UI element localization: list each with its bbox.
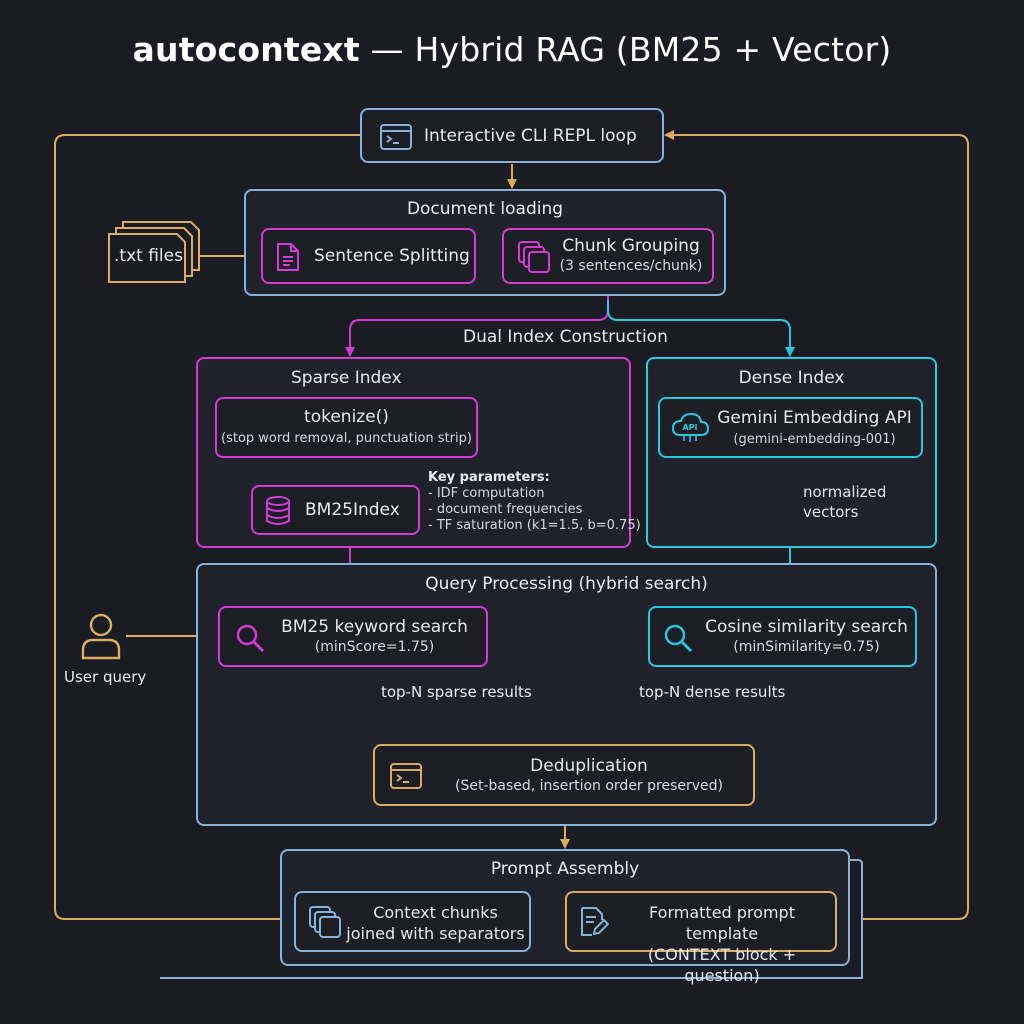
edit-document-icon (581, 907, 609, 936)
gemini-api-title: Gemini Embedding API (717, 408, 912, 428)
search-icon (664, 624, 693, 653)
gemini-api-box: API Gemini Embedding API (gemini-embeddi… (658, 397, 923, 458)
terminal-icon (390, 763, 422, 789)
stack-icon (518, 241, 550, 273)
cosine-search-text: Cosine similarity search (minSimilarity=… (700, 617, 913, 657)
repl-label: Interactive CLI REPL loop (424, 126, 637, 146)
repl-box: Interactive CLI REPL loop (360, 108, 664, 163)
normalized-vectors-line: normalized (803, 483, 887, 501)
api-badge: API (682, 423, 697, 432)
key-parameter-item: - TF saturation (k1=1.5, b=0.75) (428, 518, 641, 533)
title-bold: autocontext (132, 30, 360, 69)
loop-right-wire (664, 130, 969, 920)
user-query-label: User query (64, 668, 147, 686)
prompt-template-line: Formatted prompt template (649, 903, 795, 943)
context-chunks-line: joined with separators (346, 924, 525, 943)
diagram-title: autocontext — Hybrid RAG (BM25 + Vector) (0, 30, 1024, 69)
context-chunks-line: Context chunks (373, 903, 498, 922)
tokenize-text: tokenize() (stop word removal, punctuati… (217, 407, 476, 447)
context-chunks-text: Context chunks joined with separators (344, 902, 527, 944)
prompt-template-box: Formatted prompt template (CONTEXT block… (565, 891, 837, 985)
loop-left-wire (54, 134, 360, 920)
title-rest: — Hybrid RAG (BM25 + Vector) (359, 30, 892, 69)
chunk-grouping-title: Chunk Grouping (562, 236, 700, 256)
sparse-index-label: Sparse Index (291, 368, 402, 388)
dense-index-label: Dense Index (738, 368, 845, 388)
deduplication-text: Deduplication (Set-based, insertion orde… (430, 756, 748, 796)
gemini-api-detail: (gemini-embedding-001) (733, 432, 896, 447)
prompt-stack-edge (160, 859, 863, 979)
sentence-splitting-label: Sentence Splitting (314, 246, 470, 266)
prompt-assembly-label: Prompt Assembly (490, 859, 640, 879)
prompt-template-line: (CONTEXT block + question) (647, 945, 797, 985)
txt-files-label: .txt files (114, 246, 183, 266)
key-parameter-item: - document frequencies (428, 502, 583, 517)
key-parameters: Key parameters: - IDF computation - docu… (428, 470, 641, 534)
context-chunks-box: Context chunks joined with separators (294, 891, 531, 952)
cosine-search-detail: (minSimilarity=0.75) (733, 639, 880, 655)
chunk-grouping-detail: (3 sentences/chunk) (559, 258, 703, 274)
deduplication-title: Deduplication (530, 756, 648, 776)
txt-files-icon (108, 221, 200, 283)
bm25index-label: BM25Index (305, 500, 400, 520)
document-icon (277, 243, 299, 271)
prompt-template-text: Formatted prompt template (CONTEXT block… (611, 902, 833, 986)
dual-index-label: Dual Index Construction (463, 327, 668, 347)
bm25index-box: BM25Index (251, 485, 420, 535)
tokenize-box: tokenize() (stop word removal, punctuati… (215, 397, 478, 458)
bm25-search-text: BM25 keyword search (minScore=1.75) (272, 617, 477, 657)
query-processing-label: Query Processing (hybrid search) (425, 574, 708, 594)
cosine-search-box: Cosine similarity search (minSimilarity=… (648, 606, 917, 667)
cloud-api-icon: API (671, 412, 710, 442)
normalized-vectors-note: normalized vectors (803, 482, 886, 522)
chunk-to-dense-wire (607, 300, 795, 357)
chunk-grouping-box: Chunk Grouping (3 sentences/chunk) (502, 228, 714, 284)
deduplication-detail: (Set-based, insertion order preserved) (455, 778, 723, 794)
terminal-icon (380, 124, 412, 150)
sparse-results-label: top-N sparse results (381, 683, 532, 701)
chunk-to-sparse-wire (345, 285, 609, 357)
bm25-search-title: BM25 keyword search (281, 617, 468, 637)
tokenize-detail: (stop word removal, punctuation strip) (221, 431, 472, 446)
deduplication-box: Deduplication (Set-based, insertion orde… (373, 744, 755, 806)
chunk-grouping-text: Chunk Grouping (3 sentences/chunk) (556, 236, 706, 276)
document-loading-label: Document loading (406, 199, 564, 219)
bm25-search-detail: (minScore=1.75) (314, 639, 435, 655)
database-icon (266, 496, 290, 525)
dense-results-label: top-N dense results (639, 683, 786, 701)
user-icon (81, 613, 121, 660)
stack-icon (309, 906, 341, 938)
sentence-splitting-box: Sentence Splitting (261, 228, 476, 284)
key-parameter-item: - IDF computation (428, 486, 545, 501)
normalized-vectors-line: vectors (803, 503, 859, 521)
tokenize-title: tokenize() (304, 407, 389, 427)
gemini-api-text: Gemini Embedding API (gemini-embedding-0… (712, 408, 917, 448)
key-parameters-heading: Key parameters: (428, 470, 550, 485)
bm25-search-box: BM25 keyword search (minScore=1.75) (218, 606, 488, 667)
cosine-search-title: Cosine similarity search (705, 617, 908, 637)
search-icon (236, 624, 265, 653)
